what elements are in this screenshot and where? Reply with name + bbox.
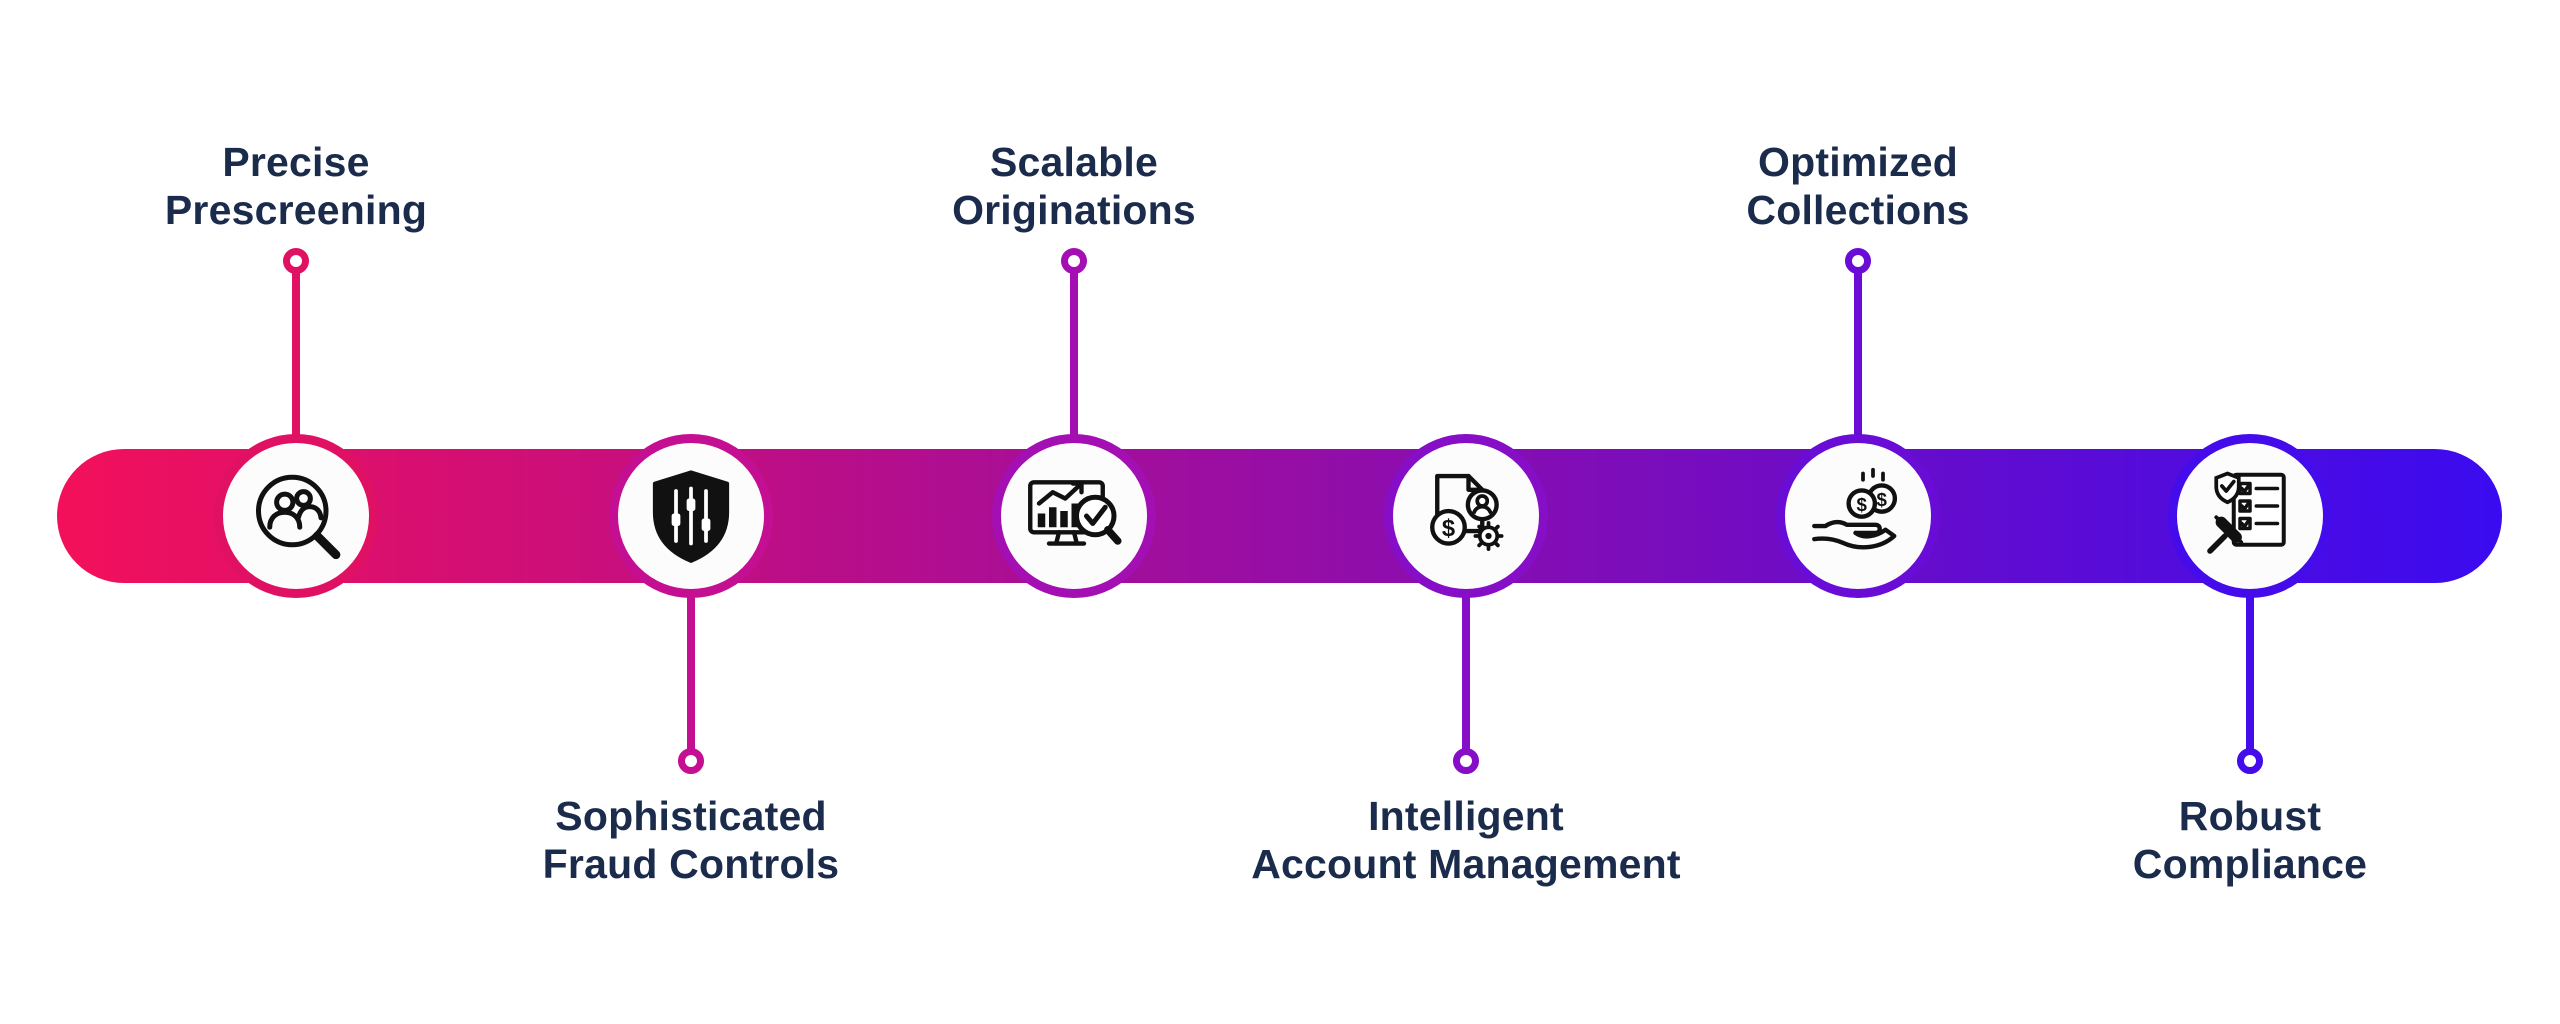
connector-dot: [1453, 748, 1479, 774]
hand-coins-icon: $ $: [1812, 467, 1898, 550]
people-search-icon: [256, 474, 341, 560]
stage-node: $ $: [1776, 434, 1940, 598]
stage-label-line2: Account Management: [1251, 841, 1681, 887]
connector-line: [292, 270, 300, 438]
stage-label-line2: Fraud Controls: [542, 841, 840, 887]
stage-node: [609, 434, 773, 598]
stage-node: [2168, 434, 2332, 598]
stage-label-line1: Intelligent: [1368, 793, 1564, 839]
stage-label-line1: Robust: [2178, 793, 2322, 839]
stage-label-line2: Originations: [952, 187, 1196, 233]
shield-controls-icon: [652, 470, 730, 563]
connector-dot: [2237, 748, 2263, 774]
document-dollar-person-gear-icon: $: [1430, 473, 1504, 551]
stage-node: [214, 434, 378, 598]
stage-label-line2: Compliance: [2132, 841, 2368, 887]
stage-label-line2: Collections: [1746, 187, 1970, 233]
stage-label: Scalable Originations: [744, 138, 1404, 234]
connector-dot: [1061, 248, 1087, 274]
stage-label: Robust Compliance: [1920, 792, 2560, 888]
stage-node: [992, 434, 1156, 598]
stage-label: Sophisticated Fraud Controls: [361, 792, 1021, 888]
stage-node: $: [1384, 434, 1548, 598]
svg-text:$: $: [1857, 494, 1868, 515]
connector-line: [1462, 594, 1470, 752]
stage-label: Intelligent Account Management: [1136, 792, 1796, 888]
connector-line: [2246, 594, 2254, 752]
stage-label-line1: Sophisticated: [555, 793, 827, 839]
connector-dot: [1845, 248, 1871, 274]
stage-label: Precise Prescreening: [0, 138, 626, 234]
svg-text:$: $: [1877, 489, 1888, 510]
stage-label: Optimized Collections: [1528, 138, 2188, 234]
stage-label-line1: Optimized: [1758, 139, 1958, 185]
stage-label-line2: Prescreening: [164, 187, 428, 233]
svg-text:$: $: [1442, 515, 1455, 542]
stage-label-line1: Precise: [222, 139, 370, 185]
connector-dot: [678, 748, 704, 774]
connector-line: [1070, 270, 1078, 438]
shield-checklist-gavel-icon: [2207, 471, 2286, 554]
timeline-bar: [57, 449, 2502, 583]
connector-line: [1854, 270, 1862, 438]
stage-label-line1: Scalable: [990, 139, 1158, 185]
monitor-chart-magnifier-icon: [1028, 480, 1122, 546]
connector-line: [687, 594, 695, 752]
connector-dot: [283, 248, 309, 274]
